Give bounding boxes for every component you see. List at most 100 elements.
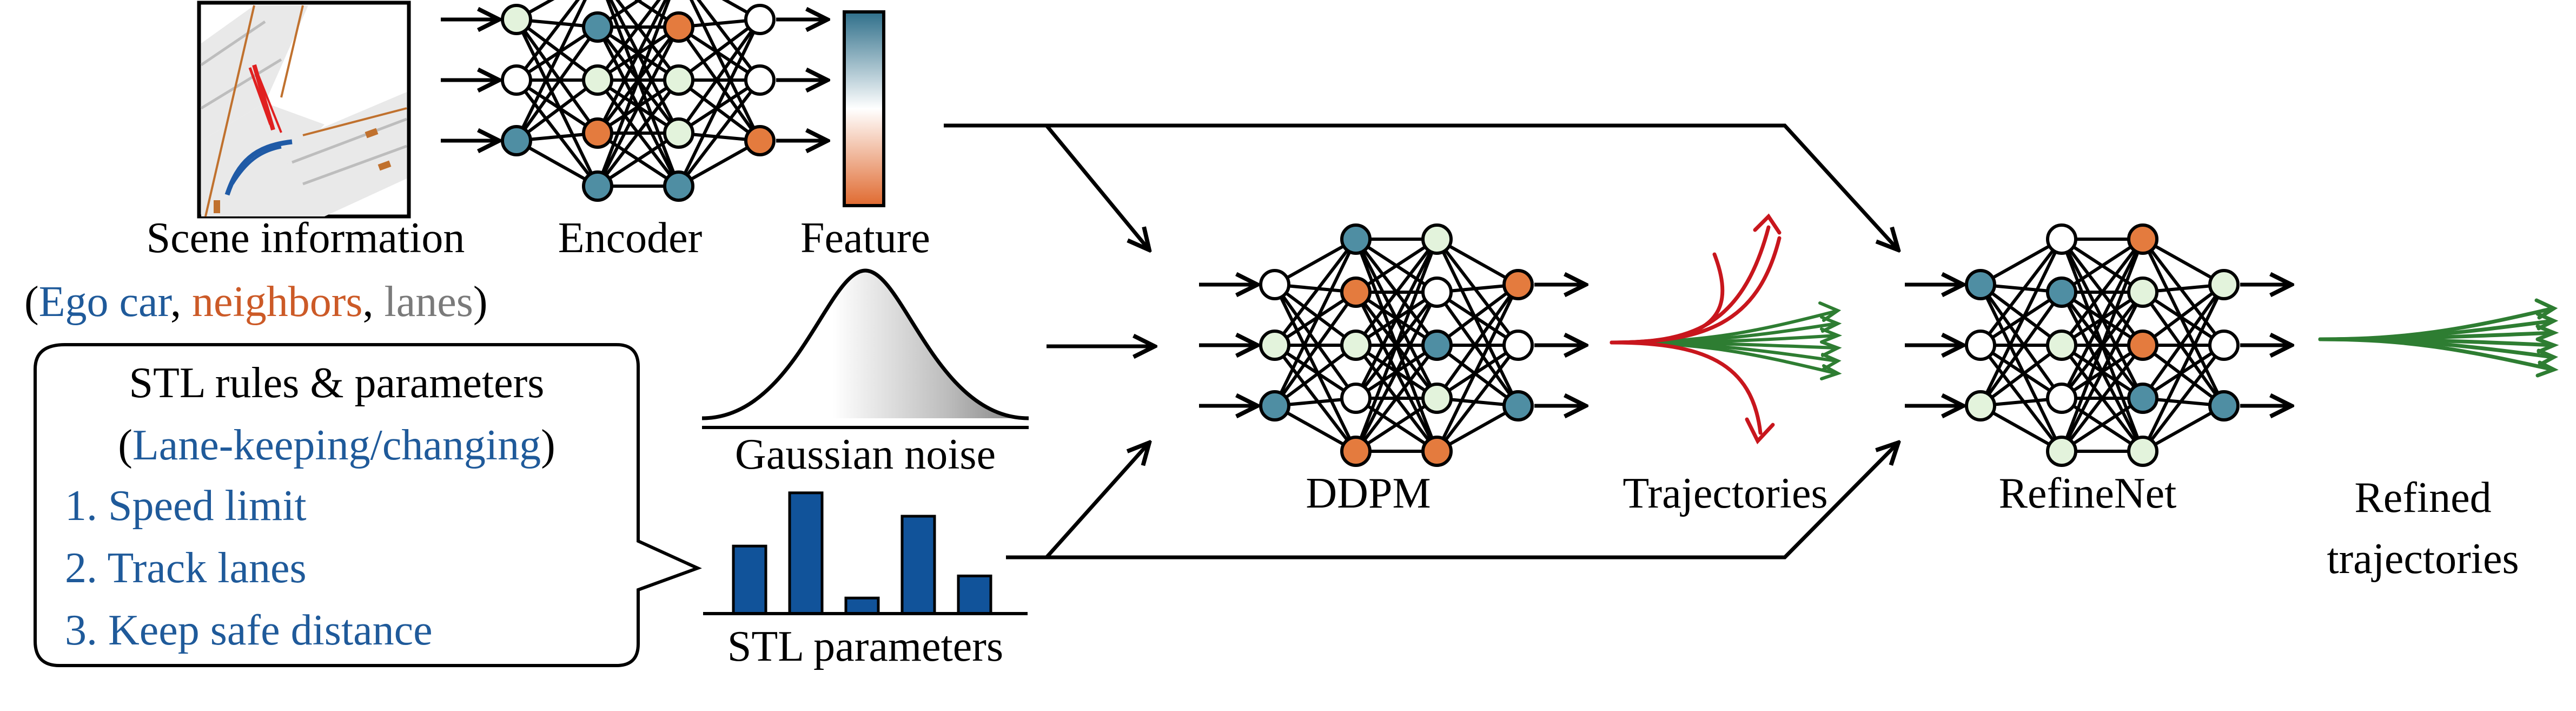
legend-ego-car: Ego car [38,278,170,326]
legend-neighbors: neighbors [191,278,363,326]
arrow-feature-to-refinenet [1047,123,1898,250]
network-node [1259,390,1290,422]
network-node [1340,383,1372,414]
refinenet-label: RefineNet [1998,470,2177,517]
stl-box-title: STL rules & parameters [129,359,545,407]
network-node [663,170,694,202]
stl-parameter-bar [900,515,936,615]
network-node [744,4,776,35]
network-node [582,11,613,43]
network-node [1421,223,1453,255]
network-node [2208,330,2240,361]
net-input-arrows [1905,285,1963,406]
network-node [1965,390,1996,422]
stl-rule-speed-limit: 1. Speed limit [65,482,307,530]
network-node [1340,330,1372,361]
encoder-network [441,0,827,202]
legend-close-paren: ) [473,278,488,326]
subtitle-open-paren: ( [118,422,133,469]
network-node [1421,383,1453,414]
ddpm-label: DDPM [1306,470,1431,517]
stl-rule-track-lanes: 2. Track lanes [65,544,307,592]
network-node [2127,383,2158,414]
network-node [582,170,613,202]
gaussian-curve [701,268,1029,429]
network-node [2046,330,2077,361]
feature-label: Feature [800,214,930,262]
network-node [2046,383,2077,414]
network-node [2127,223,2158,255]
refined-trajectories-label-line1: Refined [2354,474,2492,522]
legend-lanes: lanes [384,278,473,326]
network-node [501,64,532,96]
network-node [2046,223,2077,255]
net-output-arrows [1534,285,1586,406]
network-node [1340,223,1372,255]
trajectories-label: Trajectories [1623,470,1828,517]
net-connections [515,0,761,188]
network-node [663,117,694,149]
network-node [2046,276,2077,308]
network-node [1421,276,1453,308]
network-node [1259,330,1290,361]
stl-box-subtitle: (Lane-keeping/changing) [35,424,638,467]
network-node [1421,330,1453,361]
arrow-stl-to-refinenet [1047,443,1898,559]
network-node [1965,330,1996,361]
subtitle-close-paren: ) [541,422,555,469]
network-node [1502,269,1534,300]
stl-rules-bubble [34,343,702,667]
net-output-arrows [776,19,827,141]
network-node [1340,436,1372,467]
network-node [1502,330,1534,361]
network-node [744,125,776,156]
road-map [200,5,407,217]
network-node [2208,269,2240,300]
net-input-arrows [1199,285,1257,406]
network-node [663,64,694,96]
net-output-arrows [2240,285,2292,406]
network-node [501,4,532,35]
net-connections [1273,238,1520,453]
flow-arrows [944,123,1898,559]
encoder-label: Encoder [558,214,703,262]
network-node [582,117,613,149]
legend-sep-2: , [362,278,385,326]
stl-parameter-bar [957,574,992,615]
network-node [2127,436,2158,467]
net-connections [1979,238,2226,453]
scene-information-label: Scene information [146,214,465,262]
stl-parameter-bar [788,491,824,615]
net-input-arrows [441,19,499,141]
stl-parameter-bar [844,596,880,615]
network-node [1259,269,1290,300]
legend-sep-1: , [170,278,192,326]
feature-bar [843,10,885,207]
network-node [1340,276,1372,308]
refined-trajectories [2318,298,2559,378]
refinenet-network [1905,223,2292,467]
stl-parameters-label: STL parameters [727,623,1004,670]
network-node [582,64,613,96]
ddpm-trajectories [1610,213,1843,445]
refined-trajectories-label-line2: trajectories [2327,535,2519,583]
network-node [2208,390,2240,422]
network-node [744,64,776,96]
network-node [2127,330,2158,361]
stl-parameter-bars [703,491,1028,615]
network-node [501,125,532,156]
network-node [1502,390,1534,422]
network-node [1421,436,1453,467]
network-node [2127,276,2158,308]
network-node [663,11,694,43]
network-node [1965,269,1996,300]
stl-rule-keep-safe-distance: 3. Keep safe distance [65,607,433,654]
legend-open-paren: ( [24,278,39,326]
scene-legend: (Ego car, neighbors, lanes) [24,280,488,324]
stl-parameter-bar [732,544,767,615]
network-node [2046,436,2077,467]
subtitle-text: Lane-keeping/changing [132,422,541,469]
scene-thumbnail [197,1,411,219]
gaussian-noise-label: Gaussian noise [734,431,996,478]
ddpm-network [1199,223,1586,467]
